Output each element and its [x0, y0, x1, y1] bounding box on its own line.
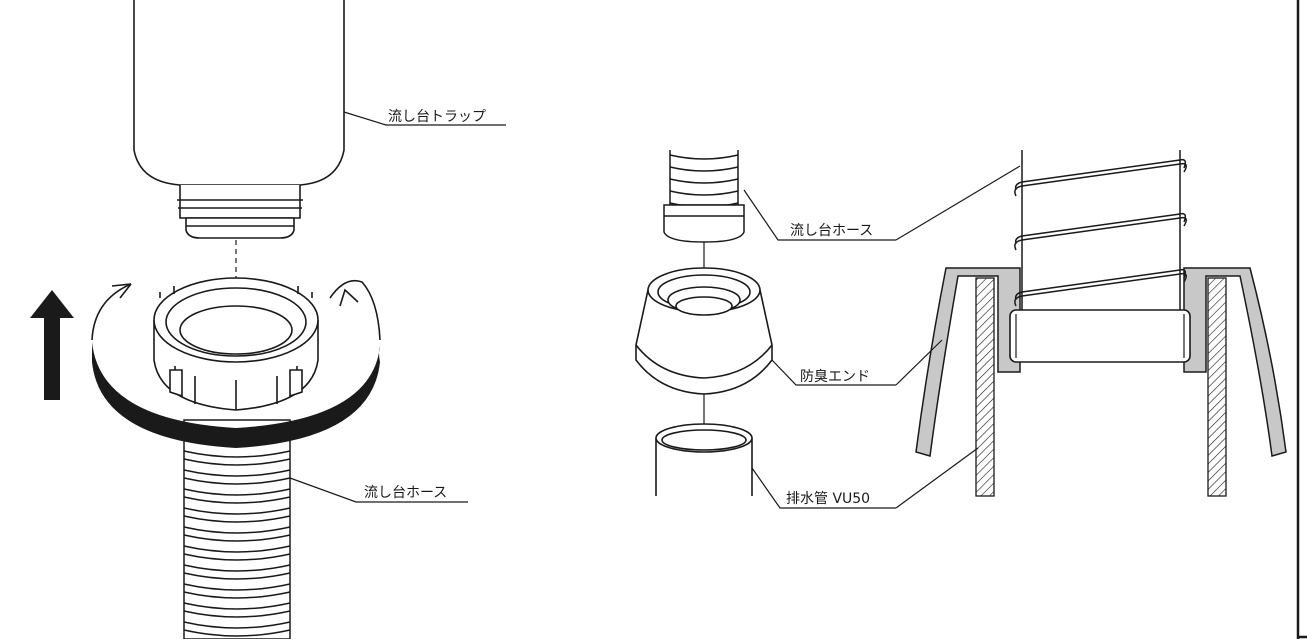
hose-rib: [183, 545, 291, 553]
label-hose-left-group: 流し台ホース: [289, 477, 468, 503]
label-sink-hose-left: 流し台ホース: [364, 485, 447, 501]
page-frame: [1296, 0, 1307, 639]
pipe-wall-left: [975, 277, 995, 497]
coil-turn: [1014, 212, 1187, 245]
hose-rib: [183, 450, 291, 458]
hose-coil: [1014, 158, 1187, 307]
pipe-wall-right: [1207, 277, 1227, 497]
leader-lines-right: [895, 165, 1021, 509]
assembled-section: [915, 150, 1287, 497]
hose-rib: [183, 526, 291, 534]
hose-rib: [183, 496, 291, 504]
hose-rib: [183, 507, 291, 515]
label-trap-group: 流し台トラップ: [343, 109, 506, 126]
hose-left: [183, 419, 291, 640]
hose-rib: [183, 572, 291, 580]
drain-pipe-middle: [655, 423, 753, 496]
hose-rib: [669, 190, 739, 196]
label-odor-end: 防臭エンド: [800, 369, 870, 385]
hose-rib: [183, 477, 291, 485]
rotation-arrow: [91, 279, 381, 341]
hose-rib: [183, 610, 291, 618]
hose-rib: [183, 583, 291, 591]
hose-rib: [183, 602, 291, 610]
label-drain-pipe-group: 排水管 VU50: [751, 467, 896, 509]
up-arrow-icon: [30, 290, 74, 400]
coil-turn: [1014, 216, 1187, 251]
sink-trap: [133, 0, 345, 239]
coupling-nut: [153, 277, 319, 411]
hose-rib: [183, 515, 291, 523]
wall-cap-left: [915, 267, 1021, 457]
hose-rib: [183, 534, 291, 542]
rotation-band: [92, 342, 380, 448]
hose-rib: [183, 469, 291, 477]
hose-rib: [669, 154, 739, 160]
label-drain-pipe: 排水管 VU50: [786, 491, 870, 507]
wall-cap-right: [1183, 267, 1287, 457]
hose-rib: [669, 166, 739, 172]
coil-turn: [1014, 158, 1187, 191]
hose-middle: [663, 150, 745, 243]
coil-turn: [1014, 268, 1187, 301]
hose-rib: [183, 629, 291, 637]
label-sink-hose-right: 流し台ホース: [790, 223, 873, 239]
hose-rib: [183, 553, 291, 561]
hose-rib: [183, 564, 291, 572]
hose-rib: [183, 458, 291, 466]
hose-rib: [183, 621, 291, 629]
hose-rib: [669, 178, 739, 184]
label-odor-end-group: 防臭エンド: [771, 359, 896, 386]
label-sink-trap: 流し台トラップ: [388, 109, 486, 125]
coil-turn: [1014, 272, 1187, 307]
coil-turn: [1014, 162, 1187, 197]
hose-rib: [183, 591, 291, 599]
label-hose-right-group: 流し台ホース: [743, 189, 896, 241]
hose-rib: [183, 488, 291, 496]
end-collar: [1009, 309, 1191, 363]
odor-end-cap: [635, 267, 773, 395]
